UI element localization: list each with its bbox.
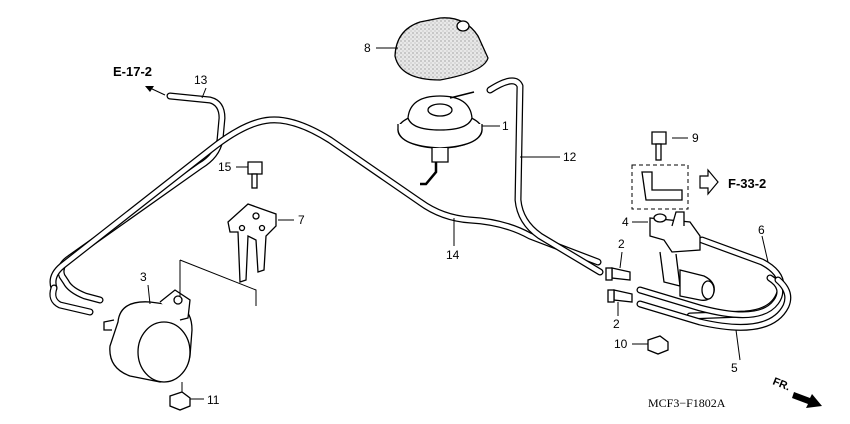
tube-14 xyxy=(49,116,602,316)
fitting-2-upper xyxy=(605,267,631,281)
label-13: 13 xyxy=(194,73,208,87)
nut-11 xyxy=(169,382,191,411)
air-injection-valve xyxy=(397,91,483,186)
leader-lines xyxy=(147,47,769,400)
label-2-upper: 2 xyxy=(618,237,625,251)
label-2-lower: 2 xyxy=(613,317,620,331)
label-5: 5 xyxy=(731,361,738,375)
arrow-left-ref xyxy=(145,86,166,96)
tube-5 xyxy=(636,274,792,331)
label-14: 14 xyxy=(446,248,460,262)
bracket xyxy=(227,203,277,283)
ref-right: F-33-2 xyxy=(728,176,766,191)
label-1: 1 xyxy=(502,119,509,133)
solenoid-valve xyxy=(649,211,715,301)
label-8: 8 xyxy=(364,41,371,55)
label-11: 11 xyxy=(207,393,220,407)
label-12: 12 xyxy=(563,150,577,164)
label-4: 4 xyxy=(622,215,629,229)
nut-10 xyxy=(647,335,669,355)
label-6: 6 xyxy=(758,223,765,237)
diagram-code: MCF3−F1802A xyxy=(648,396,726,410)
bolt-9 xyxy=(651,131,667,161)
ref-left: E-17-2 xyxy=(113,64,152,79)
detail-box xyxy=(631,164,689,210)
front-label: FR. xyxy=(771,376,792,394)
label-10: 10 xyxy=(614,337,628,351)
bolt-15 xyxy=(247,161,263,189)
fitting-2-lower xyxy=(607,289,633,303)
arrow-right-ref xyxy=(699,168,719,196)
label-7: 7 xyxy=(298,213,305,227)
tube-12 xyxy=(486,77,604,276)
foam-cover xyxy=(394,17,489,81)
front-arrow-icon xyxy=(792,392,822,408)
label-15: 15 xyxy=(218,160,232,174)
canister xyxy=(103,289,193,383)
label-3: 3 xyxy=(140,270,147,284)
label-9: 9 xyxy=(692,131,699,145)
